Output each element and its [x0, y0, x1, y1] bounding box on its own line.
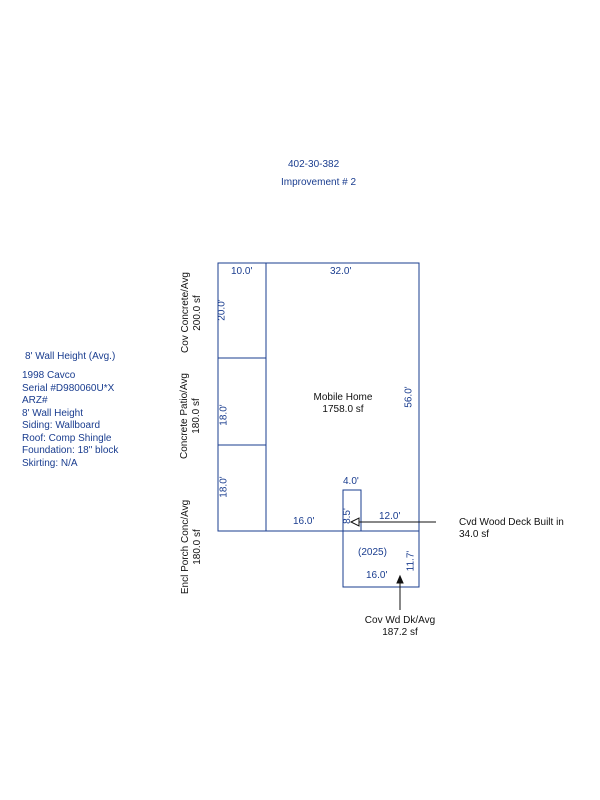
note-line: ARZ#: [22, 395, 48, 406]
dim-mobile-home-height: 56.0': [403, 386, 415, 408]
dim-patio-height: 18.0': [218, 404, 230, 426]
concrete-patio-name: Concrete Patio/Avg: [179, 373, 190, 459]
cov-wd-deck-outline: [342, 530, 420, 588]
dim-cov-concrete-width: 10.0': [231, 266, 253, 277]
property-notes: 1998 Cavco Serial #D980060U*X ARZ# 8' Wa…: [22, 370, 118, 470]
cvd-wood-deck-label: Cvd Wood Deck Built in 34.0 sf: [459, 517, 564, 541]
note-line: Roof: Comp Shingle: [22, 432, 112, 444]
note-line: Skirting: N/A: [22, 457, 78, 469]
wall-height-avg: 8' Wall Height (Avg.): [25, 351, 116, 362]
mobile-home-area: 1758.0 sf: [322, 404, 364, 415]
dim-bottom-left: 16.0': [293, 516, 315, 527]
note-line: Siding: Wallboard: [22, 420, 101, 431]
note-line: Foundation: 18" block: [22, 445, 119, 456]
cov-concrete-area: 200.0 sf: [192, 295, 203, 331]
cvd-wood-deck-name: Cvd Wood Deck Built in: [459, 517, 564, 528]
cov-concrete-label: Cov Concrete/Avg 200.0 sf: [180, 272, 204, 353]
dim-deck-height: 11.7': [405, 550, 417, 572]
mobile-home-label: Mobile Home 1758.0 sf: [305, 392, 381, 416]
main-outline: [217, 262, 420, 532]
dim-small-deck-width: 4.0': [343, 476, 359, 487]
parcel-number: 402-30-382: [288, 159, 340, 170]
cov-deck-pointer-arrowhead: [396, 574, 404, 584]
dim-mobile-home-width: 32.0': [330, 266, 352, 277]
dim-porch-height: 18.0': [218, 476, 230, 498]
note-line: Serial #D980060U*X: [22, 382, 115, 394]
concrete-patio-area: 180.0 sf: [191, 398, 202, 434]
dim-cov-concrete-height: 20.0': [216, 299, 228, 321]
dim-small-deck-height: 8.5': [341, 508, 353, 524]
encl-porch-area: 180.0 sf: [192, 529, 203, 565]
cov-wd-deck-year: (2025): [358, 547, 387, 558]
encl-porch-name: Encl Porch Conc/Avg: [180, 499, 191, 595]
dim-deck-width: 16.0': [366, 570, 388, 581]
cov-concrete-name: Cov Concrete/Avg: [180, 272, 191, 353]
cov-wd-deck-label: Cov Wd Dk/Avg 187.2 sf: [355, 615, 445, 639]
mobile-home-name: Mobile Home: [313, 392, 373, 403]
improvement-label: Improvement # 2: [281, 177, 357, 188]
cvd-wood-deck-area: 34.0 sf: [459, 529, 490, 540]
cov-wd-deck-area: 187.2 sf: [382, 627, 418, 638]
dim-bottom-right: 12.0': [379, 511, 401, 522]
note-line: 1998 Cavco: [22, 370, 76, 381]
note-line: 8' Wall Height: [22, 407, 84, 419]
deck-pointer-arrowhead: [349, 517, 360, 527]
encl-porch-label: Encl Porch Conc/Avg 180.0 sf: [180, 495, 204, 599]
concrete-patio-label: Concrete Patio/Avg 180.0 sf: [179, 371, 203, 461]
cov-wd-deck-name: Cov Wd Dk/Avg: [364, 615, 436, 626]
